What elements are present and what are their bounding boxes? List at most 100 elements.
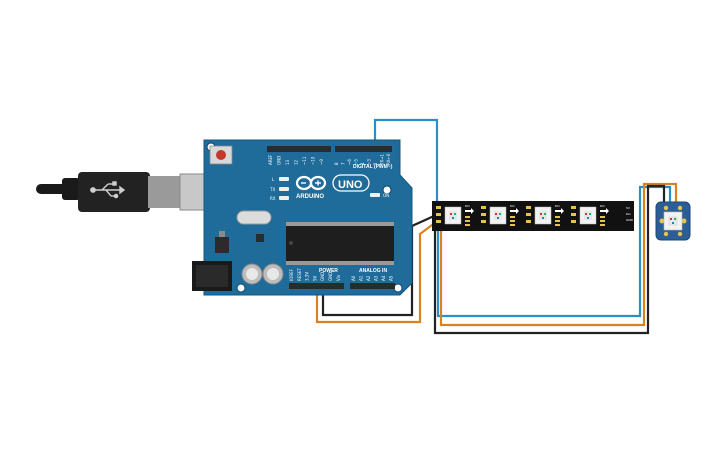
pin-label: A4 [381,275,386,281]
strip-pad[interactable] [436,213,441,216]
breakout-pad[interactable] [663,205,669,211]
arrow-right-icon [510,208,519,214]
pin-label: Vin [336,274,341,281]
capacitors [241,263,284,285]
strip-pad[interactable] [481,220,486,223]
arrow-right-icon [465,208,474,214]
strip-pixel: DO [526,204,564,226]
pin-label: 5V [312,275,317,281]
strip-pad[interactable] [481,206,486,209]
infinity-icon [295,175,327,191]
strip-pad[interactable] [436,220,441,223]
pin-label: 2 [373,162,378,165]
strip-pixel: DO [436,204,474,226]
strip-pad[interactable] [465,220,470,222]
atmega-chip [286,222,394,265]
led-label-tx: TX [269,187,275,192]
pin-label: GND [328,272,333,281]
analog-header[interactable] [350,283,395,289]
smd-chip [256,234,264,242]
pin-label: ~9 [319,159,324,165]
arduino-brand-text: ARDUINO [296,194,324,200]
strip-chip-label: DO [465,204,470,208]
neopixel-breakout[interactable] [655,201,691,241]
pin-label: A3 [374,275,379,281]
strip-pad[interactable] [510,220,515,222]
strip-pad[interactable] [600,220,605,222]
strip-pad-label: GND [626,218,634,222]
strip-chip-label: DO [555,204,560,208]
power-header-label: POWER [319,268,338,274]
ground-wire-breakout[interactable] [433,184,666,335]
pin-label: 8 [334,162,339,165]
pin-label: A1 [359,275,364,281]
power-header[interactable] [289,283,344,289]
pin-label: A0 [351,275,356,281]
pin-label: A5 [389,275,394,281]
strip-pad[interactable] [526,220,531,223]
data-wire-breakout[interactable] [436,185,672,318]
strip-pad[interactable] [510,224,515,226]
strip-pad[interactable] [600,216,605,218]
pin-label: ~6 [347,159,352,165]
breakout-pad[interactable] [677,205,683,211]
strip-pad[interactable] [571,213,576,216]
pin-label: RESET [297,268,302,281]
strip-pad[interactable] [510,216,515,218]
strip-pad[interactable] [571,220,576,223]
strip-pad[interactable] [555,224,560,226]
pin-label: 13 [285,159,290,165]
usb-cable[interactable] [36,172,231,212]
usb-icon [90,181,126,199]
reset-button[interactable] [209,145,233,165]
led-label-rx: RX [270,196,276,201]
pin-label: IOREF [289,268,294,281]
digital-header[interactable] [267,146,392,152]
ground-wire[interactable] [321,214,435,317]
strip-chip-label: DO [600,204,605,208]
power-jack[interactable] [192,261,232,291]
pin-label: GND [320,272,325,281]
pin-label: RX←0 [386,153,391,165]
strip-chip-label: DO [510,204,515,208]
pin-label: TX→1 [380,153,385,166]
strip-pad[interactable] [571,206,576,209]
uno-model-text: UNO [338,179,363,191]
breakout-pad[interactable] [677,231,683,237]
breakout-pad[interactable] [681,218,687,224]
digital-header-label: DIGITAL (PWM~) [353,164,393,170]
pin-label: A2 [366,275,371,281]
strip-pad[interactable] [600,224,605,226]
strip-pad[interactable] [555,216,560,218]
status-leds: L TX RX ON [269,177,389,201]
mounting-hole [236,283,246,293]
led-label-l: L [272,177,275,182]
strip-pad[interactable] [555,220,560,222]
strip-pad[interactable] [465,216,470,218]
breakout-pad[interactable] [663,231,669,237]
strip-pad-label: Din [626,212,631,216]
strip-pixel: DO [571,204,609,226]
breakout-pad[interactable] [659,218,665,224]
voltage-regulator [215,237,229,253]
pin-label: ~10 [311,156,316,165]
pin-label: 4 [360,162,365,165]
strip-pad-label: 5V [626,206,631,210]
wire-group[interactable] [315,118,678,335]
arrow-right-icon [555,208,564,214]
strip-pad[interactable] [436,206,441,209]
strip-pad[interactable] [526,206,531,209]
data-wire[interactable] [373,118,439,207]
strip-pad[interactable] [526,213,531,216]
pin-label: ~3 [367,159,372,165]
strip-pad[interactable] [481,213,486,216]
power-wire-breakout[interactable] [439,182,678,327]
strip-pad[interactable] [465,224,470,226]
power-wire[interactable] [315,221,437,324]
